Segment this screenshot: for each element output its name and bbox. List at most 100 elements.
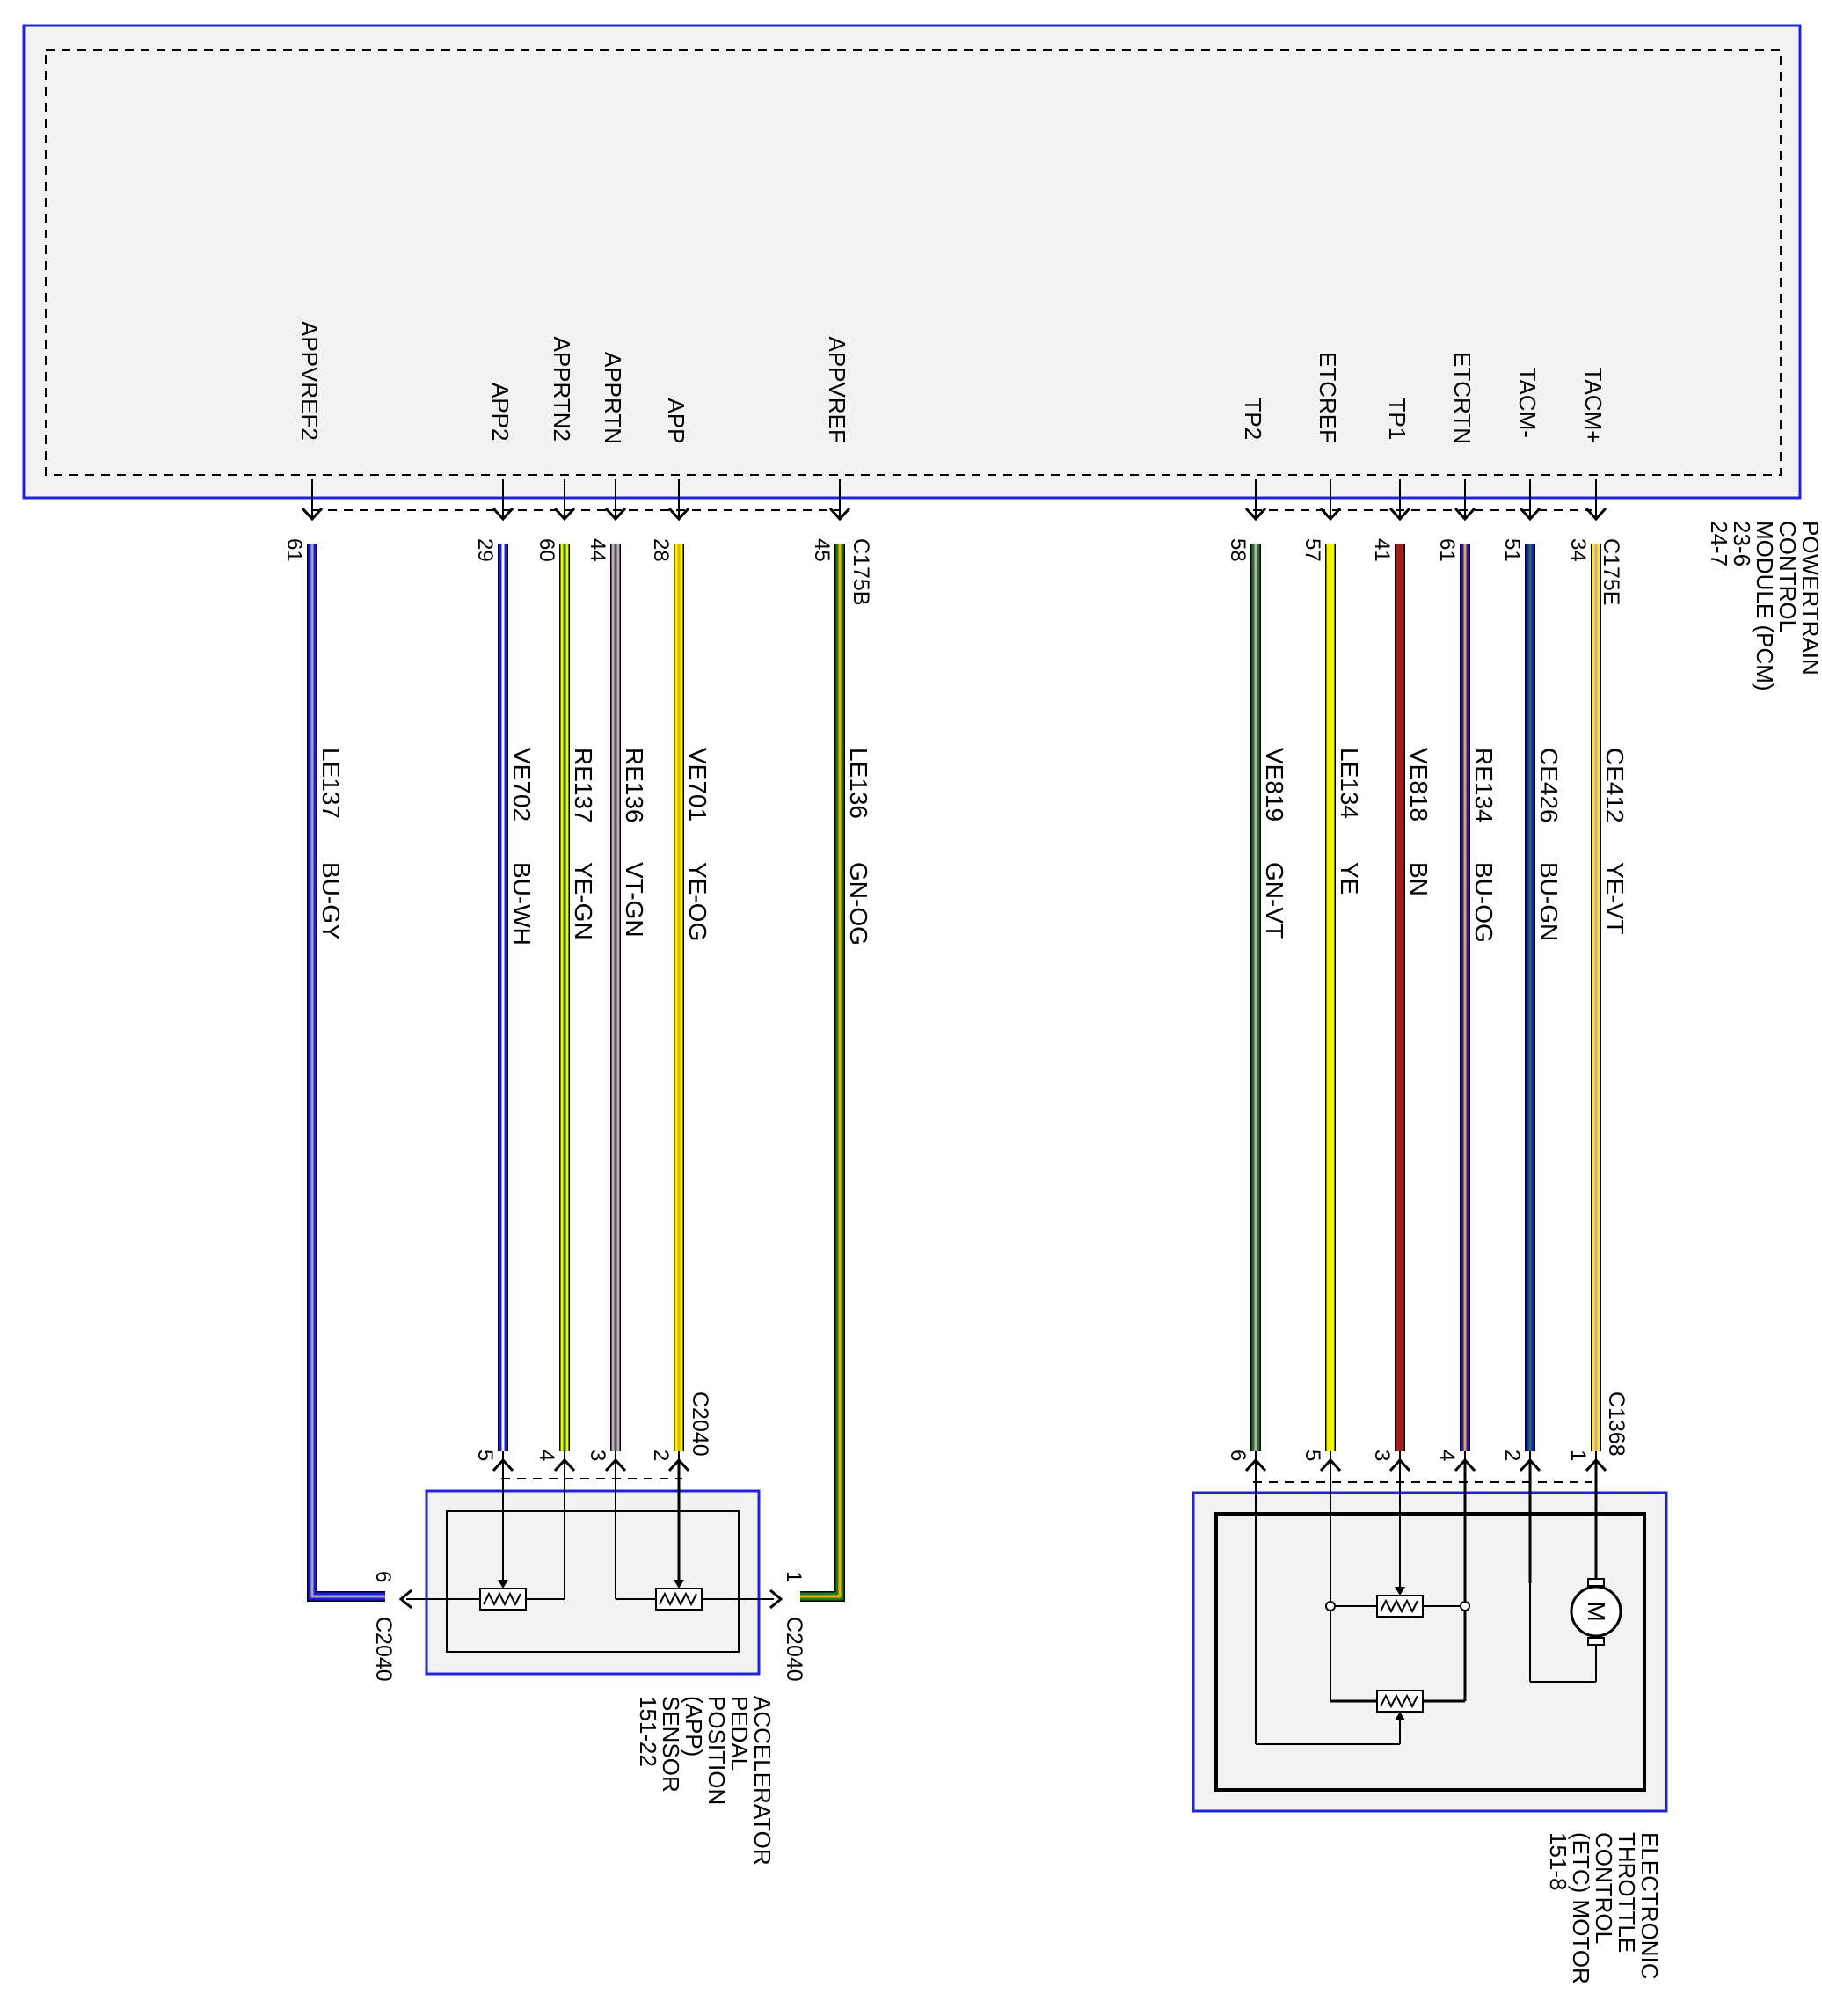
wire-tp1-signal: TP1 bbox=[1384, 398, 1410, 441]
motor-letter: M bbox=[1583, 1601, 1610, 1621]
wire-appvref-stripe bbox=[800, 544, 842, 1598]
etc-motor-symbol: M bbox=[1570, 1578, 1622, 1646]
etc-motor-name-line-4: (ETC) MOTOR bbox=[1568, 1832, 1594, 1984]
wire-appvref-body bbox=[800, 544, 844, 1601]
wire-apprtn-pcm-pin: 44 bbox=[586, 538, 609, 562]
wire-tp2-color: GN-VT bbox=[1261, 862, 1288, 939]
etc-connector-top: C1368 bbox=[1604, 1391, 1629, 1457]
wire-appvref2-color: BU-GY bbox=[317, 862, 345, 940]
wire-appvref-pcm-arrow bbox=[828, 507, 851, 522]
wire-app2-circuit: VE702 bbox=[508, 748, 536, 822]
app-sensor-module bbox=[398, 1460, 783, 1676]
pcm-name: POWERTRAIN CONTROL MODULE (PCM) 23-6 24-… bbox=[1706, 521, 1822, 698]
etc-motor-name-line-5: 151-8 bbox=[1545, 1832, 1571, 1891]
wire-tacm-pcm-pin: 51 bbox=[1500, 538, 1524, 562]
wire-app2-device-pin: 5 bbox=[473, 1450, 497, 1461]
wire-etcrtn-pcm-arrow bbox=[1454, 507, 1476, 522]
wire-tacm-pcm-arrow bbox=[1585, 507, 1607, 522]
app-potentiometer-2 bbox=[655, 1580, 703, 1611]
wire-appvref-circuit: LE136 bbox=[845, 748, 872, 819]
wire-apprtn-circuit: RE136 bbox=[621, 748, 648, 823]
wire-apprtn-pcm-arrow bbox=[604, 507, 627, 522]
wire-app-signal: APP bbox=[663, 398, 689, 444]
wire-tacm-device-pin: 1 bbox=[1566, 1450, 1590, 1461]
wire-apprtn-signal: APPRTN bbox=[600, 352, 626, 444]
pcm-connector-c175e: C175E bbox=[1599, 538, 1623, 605]
wire-app2-device-arrow bbox=[492, 1457, 514, 1472]
pcm-connector-c175b: C175B bbox=[849, 538, 873, 605]
wire-etcref-device-arrow bbox=[1319, 1457, 1342, 1472]
wire-app2-pcm-arrow bbox=[492, 507, 514, 522]
wire-apprtn2-signal: APPRTN2 bbox=[549, 337, 575, 442]
wire-etcrtn-pcm-pin: 61 bbox=[1435, 538, 1459, 562]
wire-etcrtn-color: BU-OG bbox=[1470, 862, 1498, 943]
wire-app2-signal: APP2 bbox=[487, 383, 514, 442]
wire-app2-color: BU-WH bbox=[508, 862, 536, 946]
wire-app-device-arrow bbox=[667, 1457, 690, 1472]
wire-appvref2-pcm-pin: 61 bbox=[282, 538, 306, 562]
pcm-name-line-3: MODULE (PCM) bbox=[1752, 521, 1778, 691]
wire-tacm-color: YE-VT bbox=[1601, 862, 1629, 934]
etc-motor-name-line-1: ELECTRONIC bbox=[1636, 1832, 1663, 1980]
wire-appvref-outline bbox=[800, 544, 845, 1602]
wire-tp1-color: BN bbox=[1405, 862, 1432, 896]
wire-tacm-circuit: CE426 bbox=[1535, 748, 1563, 823]
wire-tacm-color: BU-GN bbox=[1535, 862, 1563, 941]
wire-appvref2-stripe bbox=[310, 544, 385, 1598]
app-sensor-name-line-6: 151-22 bbox=[635, 1696, 661, 1767]
wire-tp2-signal: TP2 bbox=[1240, 398, 1266, 441]
wire-etcref-device-pin: 5 bbox=[1301, 1450, 1324, 1461]
pcm-name-line-5: 24-7 bbox=[1706, 521, 1732, 566]
wire-tp2-device-arrow bbox=[1244, 1457, 1267, 1472]
wire-appvref2-outline bbox=[307, 544, 385, 1602]
wire-appvref2-circuit: LE137 bbox=[317, 748, 345, 819]
wire-tacm-signal: TACM- bbox=[1514, 368, 1541, 438]
wire-apprtn2-pcm-pin: 60 bbox=[535, 538, 558, 562]
etc-motor-name-line-3: CONTROL bbox=[1591, 1832, 1617, 1944]
pcm-name-line-1: POWERTRAIN bbox=[1797, 521, 1822, 676]
app-connector-right: C2040 bbox=[782, 1617, 806, 1682]
app-pin-6: 6 bbox=[371, 1571, 395, 1582]
wire-etcrtn-device-pin: 4 bbox=[1435, 1450, 1459, 1461]
app-sensor-name-line-1: ACCELERATOR bbox=[749, 1696, 776, 1866]
app-sensor-name: ACCELERATOR PEDAL POSITION (APP) SENSOR … bbox=[635, 1696, 776, 1872]
wire-apprtn-device-arrow bbox=[604, 1457, 627, 1472]
pcm-name-line-4: 23-6 bbox=[1729, 521, 1755, 566]
wire-etcrtn-signal: ETCRTN bbox=[1449, 352, 1476, 444]
etc-motor-module: M bbox=[1192, 1460, 1668, 1813]
wire-tp2-pcm-pin: 58 bbox=[1226, 538, 1250, 562]
app-sensor-name-line-2: PEDAL bbox=[726, 1696, 753, 1771]
app-pin-1: 1 bbox=[782, 1571, 805, 1582]
etc-motor-name: ELECTRONIC THROTTLE CONTROL (ETC) MOTOR … bbox=[1545, 1832, 1663, 1990]
app-sensor-name-line-3: POSITION bbox=[703, 1696, 730, 1805]
etc-potentiometer-tp2 bbox=[1376, 1690, 1424, 1720]
wire-tp2-pcm-arrow bbox=[1244, 507, 1267, 522]
wire-app-color: YE-OG bbox=[684, 862, 711, 941]
wire-etcref-pcm-pin: 57 bbox=[1301, 538, 1324, 562]
wire-app-pcm-arrow bbox=[667, 507, 690, 522]
wire-etcref-color: YE bbox=[1336, 862, 1363, 895]
wire-appvref2-pcm-arrow bbox=[301, 507, 324, 522]
wire-tacm-device-arrow bbox=[1585, 1457, 1607, 1472]
wire-appvref-pcm-pin: 45 bbox=[810, 538, 834, 562]
app-connector-left: C2040 bbox=[371, 1617, 396, 1682]
wire-apprtn2-device-pin: 4 bbox=[535, 1450, 558, 1461]
wire-apprtn2-device-arrow bbox=[553, 1457, 576, 1472]
wire-etcrtn-circuit: RE134 bbox=[1470, 748, 1498, 823]
pcm-module bbox=[22, 24, 1802, 511]
wire-apprtn2-color: YE-GN bbox=[570, 862, 597, 940]
wire-tacm-device-pin: 2 bbox=[1500, 1450, 1524, 1461]
app-sensor-name-line-4: (APP) bbox=[681, 1696, 707, 1757]
wire-tacm-signal: TACM+ bbox=[1580, 368, 1607, 444]
wire-app-device-pin: 2 bbox=[649, 1450, 673, 1461]
etc-potentiometer-tp1 bbox=[1376, 1587, 1424, 1618]
wire-app-circuit: VE701 bbox=[684, 748, 711, 822]
wire-tacm-pcm-arrow bbox=[1519, 507, 1541, 522]
wire-tp2-device-pin: 6 bbox=[1226, 1450, 1250, 1461]
wire-apprtn2-circuit: RE137 bbox=[570, 748, 597, 823]
wire-app2-pcm-pin: 29 bbox=[473, 538, 497, 562]
wire-tp1-pcm-pin: 41 bbox=[1370, 538, 1394, 562]
wire-tp1-pcm-arrow bbox=[1388, 507, 1411, 522]
wire-appvref2-signal: APPVREF2 bbox=[296, 321, 323, 441]
pcm-name-line-2: CONTROL bbox=[1775, 521, 1801, 632]
